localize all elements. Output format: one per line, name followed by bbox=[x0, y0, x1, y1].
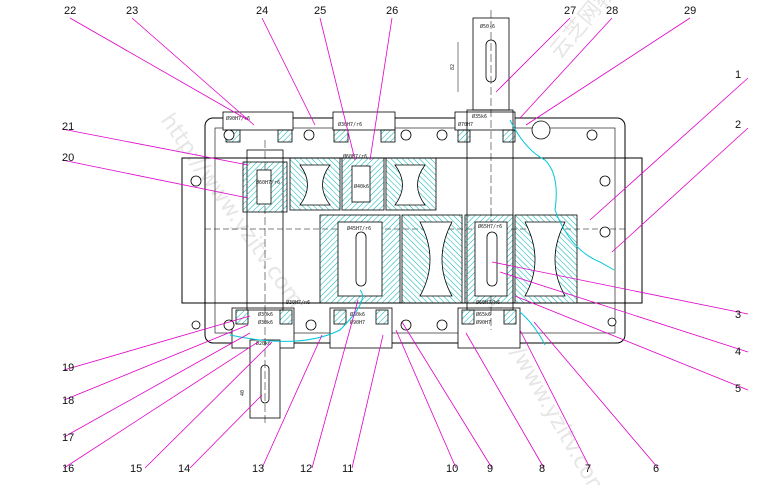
bottom-right-dim-1: Ø60H7/h6 bbox=[476, 299, 500, 306]
bottom-left-dim-3: Ø30k6 bbox=[258, 319, 273, 326]
bottom-right-dim-2: Ø65k6 bbox=[476, 311, 491, 318]
callouts-top: 22 23 24 25 26 27 28 29 bbox=[64, 5, 696, 17]
callout-18: 18 bbox=[62, 395, 74, 407]
upper-seat-dim-1: Ø40k6 bbox=[354, 183, 369, 190]
lower-gear-dim-2: Ø65H7/r6 bbox=[478, 223, 502, 230]
input-length-dim: 40 bbox=[240, 390, 246, 396]
callout-11: 11 bbox=[342, 463, 353, 475]
bottom-left-dim-1: Ø30H7/n6 bbox=[286, 299, 310, 306]
bore-dim-top-right: Ø70H7 bbox=[458, 121, 473, 128]
housing-inner bbox=[214, 127, 616, 334]
callouts-right: 1 2 3 4 5 bbox=[735, 69, 741, 395]
callout-23: 23 bbox=[126, 5, 138, 17]
callout-24: 24 bbox=[256, 5, 268, 17]
callout-4: 4 bbox=[735, 346, 741, 358]
upper-gear-dim-1: Ø60H7/r6 bbox=[343, 153, 367, 160]
callout-10: 10 bbox=[446, 463, 458, 475]
bore-dim-top-mid: Ø30H7/r6 bbox=[338, 121, 362, 128]
callout-27: 27 bbox=[564, 5, 576, 17]
bore-dim-top-left: Ø90H7/r6 bbox=[226, 115, 250, 122]
cyan-sketch-lines bbox=[229, 119, 615, 346]
callout-16: 16 bbox=[62, 463, 74, 475]
input-shaft bbox=[246, 140, 284, 425]
callout-13: 13 bbox=[252, 463, 264, 475]
output-shaft bbox=[457, 10, 514, 330]
callout-7: 7 bbox=[585, 463, 591, 475]
housing-bolts bbox=[190, 120, 617, 331]
output-key-dim: Ø50-6 bbox=[480, 23, 495, 30]
callout-5: 5 bbox=[735, 383, 741, 395]
bottom-right-dim-3: Ø90H7 bbox=[476, 319, 491, 326]
callout-12: 12 bbox=[300, 463, 312, 475]
callout-2: 2 bbox=[735, 119, 741, 131]
callout-22: 22 bbox=[64, 5, 76, 17]
upper-gear-dim-2: Ø60H7/r6 bbox=[256, 179, 280, 186]
callouts-left: 21 20 19 18 17 16 bbox=[62, 121, 74, 475]
callout-14: 14 bbox=[178, 463, 190, 475]
callout-17: 17 bbox=[62, 432, 74, 444]
callout-6: 6 bbox=[653, 463, 659, 475]
callout-21: 21 bbox=[62, 121, 74, 133]
output-length-dim: 82 bbox=[450, 64, 456, 70]
callout-3: 3 bbox=[735, 309, 741, 321]
callout-8: 8 bbox=[539, 463, 545, 475]
callout-1: 1 bbox=[735, 69, 741, 81]
callout-19: 19 bbox=[62, 362, 74, 374]
callout-25: 25 bbox=[314, 5, 326, 17]
watermark-text-2: 云芝网教育 bbox=[545, 0, 635, 64]
lower-gears bbox=[319, 214, 578, 304]
callout-15: 15 bbox=[130, 463, 142, 475]
lower-gear-dim-1: Ø45H7/r6 bbox=[347, 225, 371, 232]
upper-seat-dim-2: Ø35k6 bbox=[472, 113, 487, 120]
callout-28: 28 bbox=[606, 5, 618, 17]
callout-29: 29 bbox=[684, 5, 696, 17]
callout-26: 26 bbox=[386, 5, 398, 17]
callout-9: 9 bbox=[487, 463, 493, 475]
bottom-mid-dim-1: Ø30k6 bbox=[350, 311, 365, 318]
upper-gears bbox=[242, 157, 437, 213]
callout-20: 20 bbox=[62, 152, 74, 164]
bottom-mid-dim-2: Ø90H7 bbox=[350, 319, 365, 326]
leader-lines bbox=[61, 17, 749, 469]
callouts-bottom: 15 14 13 12 11 10 9 8 7 6 bbox=[130, 463, 659, 475]
input-key-dim: Ø20k6 bbox=[256, 340, 271, 347]
bottom-left-dim-2: Ø30k6 bbox=[258, 311, 273, 318]
